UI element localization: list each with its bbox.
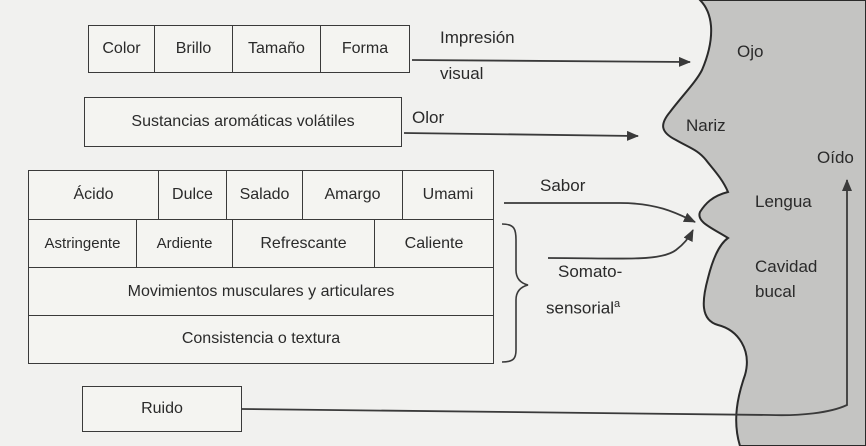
somato-row-movement: Movimientos musculares y articulares	[29, 268, 493, 316]
ruido-box: Ruido	[82, 386, 242, 432]
taste-amargo: Amargo	[303, 171, 403, 219]
ojo-label: Ojo	[737, 42, 764, 61]
cavidad-label-line1: Cavidad	[755, 257, 818, 276]
somato-astringente: Astringente	[29, 220, 137, 267]
ruido-text: Ruido	[141, 400, 183, 417]
somato-row-texture: Consistencia o textura	[29, 316, 493, 362]
visual-attributes-box: Color Brillo Tamaño Forma	[88, 25, 410, 73]
aroma-box: Sustancias aromáticas volátiles	[84, 97, 402, 147]
somato-label-line1: Somato-	[558, 262, 623, 281]
cavidad-label-line2: bucal	[755, 282, 796, 301]
visual-label-line2: visual	[440, 64, 484, 83]
somato-label-line2: sensoriala	[546, 298, 620, 319]
somato-footnote-mark: a	[614, 298, 621, 310]
taste-acido: Ácido	[29, 171, 159, 219]
ruido-arrow	[241, 179, 852, 417]
somato-row-sensations: Astringente Ardiente Refrescante Calient…	[29, 220, 493, 268]
taste-dulce: Dulce	[159, 171, 227, 219]
somato-ardiente: Ardiente	[137, 220, 233, 267]
somato-consistencia: Consistencia o textura	[181, 330, 341, 347]
oido-label: Oído	[817, 148, 854, 167]
visual-cell-color: Color	[89, 26, 155, 72]
visual-cell-tamano: Tamaño	[233, 26, 321, 72]
somato-brace	[501, 223, 529, 363]
somato-refrescante: Refrescante	[233, 220, 375, 267]
somato-arrow	[547, 229, 694, 260]
taste-salado: Salado	[227, 171, 303, 219]
visual-arrow	[411, 56, 691, 67]
taste-umami: Umami	[422, 186, 474, 203]
somato-caliente: Caliente	[404, 234, 464, 252]
olor-arrow	[403, 130, 639, 141]
somato-movimientos: Movimientos musculares y articulares	[127, 282, 395, 300]
sabor-label: Sabor	[540, 176, 586, 195]
aroma-text: Sustancias aromáticas volátiles	[131, 113, 355, 130]
lengua-label: Lengua	[755, 192, 812, 211]
taste-box: Ácido Dulce Salado Amargo Umami Astringe…	[28, 170, 494, 364]
taste-row: Ácido Dulce Salado Amargo Umami	[29, 171, 493, 220]
face-silhouette	[662, 0, 866, 446]
visual-label-line1: Impresión	[440, 28, 515, 47]
olor-label: Olor	[412, 108, 445, 127]
nariz-label: Nariz	[686, 116, 726, 135]
visual-cell-brillo: Brillo	[155, 26, 233, 72]
somato-label-text: sensorial	[546, 298, 615, 318]
sabor-arrow	[504, 202, 696, 223]
visual-cell-forma: Forma	[341, 40, 389, 57]
